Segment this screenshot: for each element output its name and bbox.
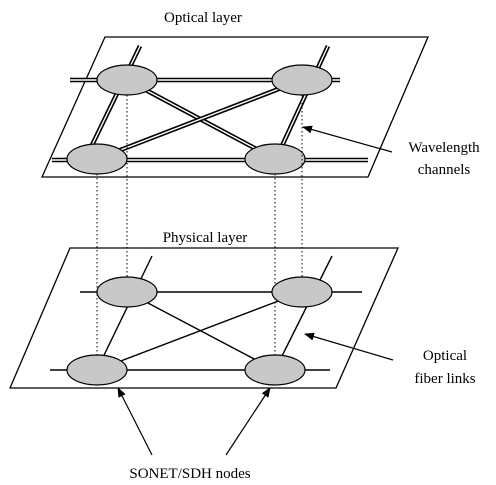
wavelength-channels-label-line2: channels (418, 162, 471, 178)
sonet-sdh-nodes-label: SONET/SDH nodes (129, 466, 250, 482)
fiber-link (96, 291, 303, 371)
wavelength-channels-label-line1: Wavelength (408, 140, 480, 156)
optical-node-bottom-right (244, 143, 306, 175)
optical-node-top-left (96, 64, 158, 96)
sonet-nodes-arrow-right (225, 387, 271, 456)
wavelength-channels-arrow (302, 125, 393, 153)
sonet-node-bottom-right (244, 354, 306, 386)
sonet-node-top-right (271, 276, 333, 308)
layer-connectors (96, 95, 303, 362)
sonet-nodes-arrow-left (117, 387, 153, 456)
physical-layer-title: Physical layer (163, 230, 248, 246)
optical-fiber-links-label-line1: Optical (423, 348, 467, 364)
sonet-node-bottom-left (66, 354, 128, 386)
optical-layer-title: Optical layer (164, 10, 242, 26)
sonet-node-top-left (96, 276, 158, 308)
wavelength-channels (52, 44, 368, 173)
optical-node-bottom-left (66, 143, 128, 175)
optical-fiber-links-label-line2: fiber links (414, 371, 475, 387)
optical-node-top-right (271, 64, 333, 96)
optical-fiber-links-arrow (304, 332, 394, 361)
wavelength-channel (96, 77, 303, 162)
